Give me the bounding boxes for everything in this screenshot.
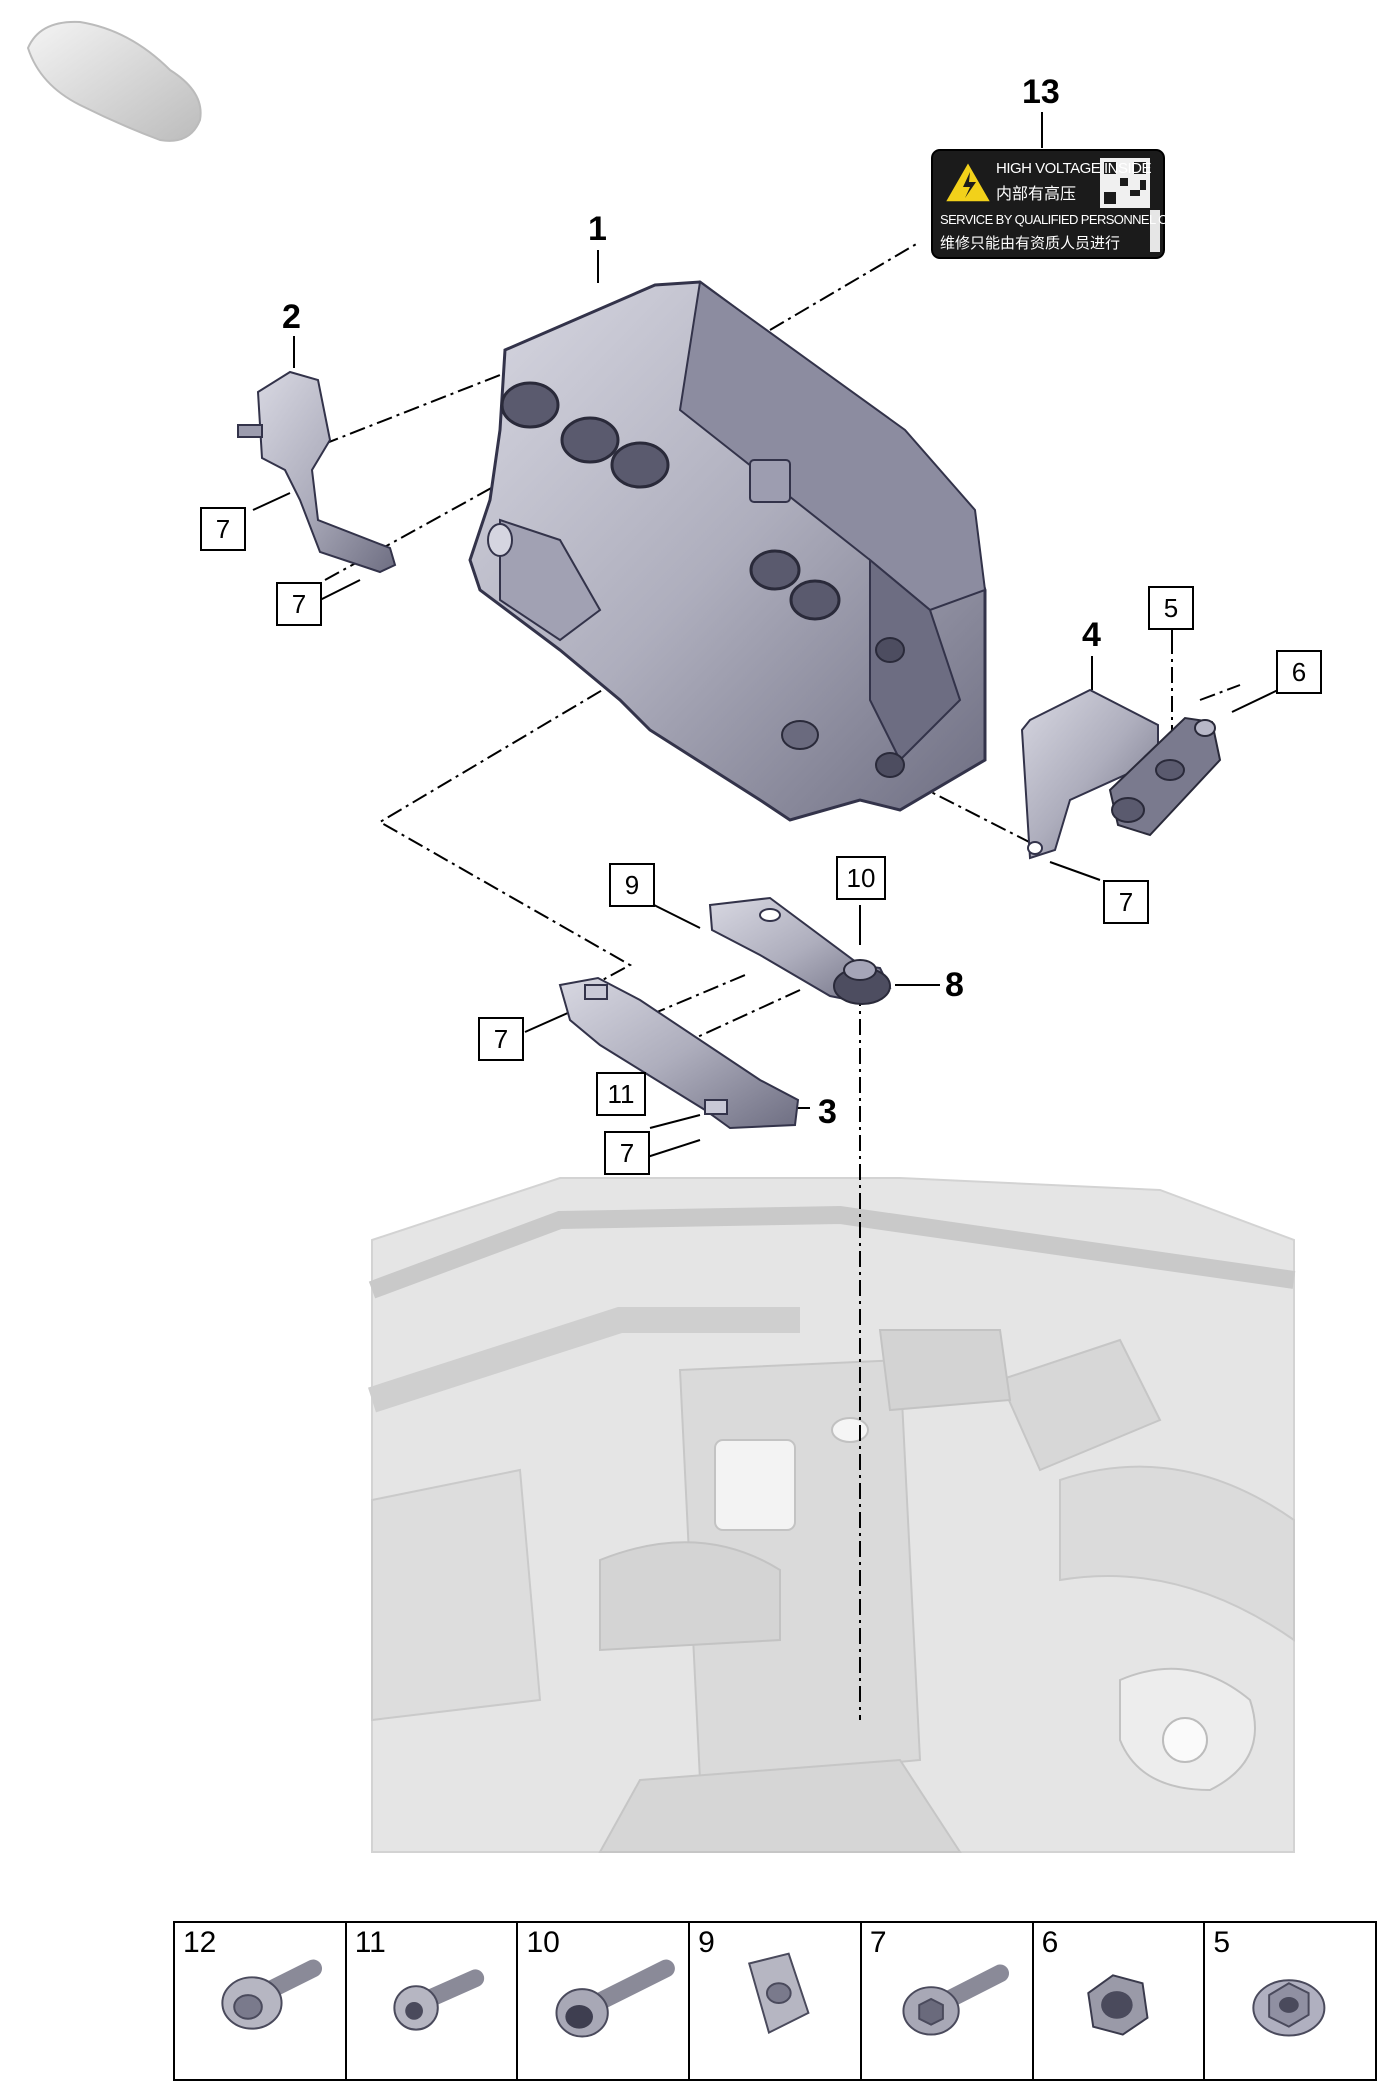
legend-number: 12 bbox=[183, 1926, 217, 1959]
callout-box-7-e[interactable]: 7 bbox=[604, 1131, 650, 1175]
legend-cell-9[interactable]: 9 bbox=[690, 1923, 862, 2079]
warning-label-line2: 内部有高压 bbox=[996, 186, 1077, 203]
callout-4[interactable]: 4 bbox=[1082, 616, 1101, 654]
vehicle-body-structure bbox=[368, 1177, 1296, 1853]
bolt-torx-icon bbox=[393, 1969, 484, 2031]
part-8-mount-bracket bbox=[708, 896, 892, 1005]
callout-box-5[interactable]: 5 bbox=[1148, 586, 1194, 630]
hex-nut-icon bbox=[1086, 1974, 1149, 2036]
clip-nut-icon bbox=[748, 1952, 810, 2034]
part-4-bracket bbox=[1020, 688, 1159, 860]
bolt-long-icon bbox=[555, 1959, 676, 2038]
callout-3[interactable]: 3 bbox=[818, 1093, 837, 1131]
callout-box-7-b[interactable]: 7 bbox=[276, 582, 322, 626]
legend-cell-7[interactable]: 7 bbox=[862, 1923, 1034, 2079]
legend-number: 11 bbox=[354, 1926, 386, 1959]
callout-13[interactable]: 13 bbox=[1022, 73, 1060, 111]
legend-cell-6[interactable]: 6 bbox=[1034, 1923, 1206, 2079]
callout-2[interactable]: 2 bbox=[282, 298, 301, 336]
part-2-bracket bbox=[237, 370, 397, 574]
part-3-bracket bbox=[558, 976, 800, 1130]
part-5-6-mount bbox=[1108, 716, 1222, 837]
legend-cell-11[interactable]: 11 bbox=[347, 1923, 519, 2079]
bolt-flange-icon bbox=[221, 1959, 323, 2030]
warning-label-line1: HIGH VOLTAGE INSIDE bbox=[996, 160, 1151, 177]
bolt-hex-flange-icon bbox=[902, 1964, 1009, 2036]
callout-box-11[interactable]: 11 bbox=[596, 1072, 646, 1116]
legend-number: 10 bbox=[526, 1926, 560, 1959]
fastener-legend: 12 11 10 9 7 bbox=[173, 1921, 1377, 2081]
callout-1[interactable]: 1 bbox=[588, 210, 607, 248]
legend-number: 7 bbox=[869, 1926, 887, 1959]
part-13-warning-label bbox=[931, 149, 1165, 259]
vehicle-thumbnail bbox=[26, 20, 202, 142]
legend-cell-10[interactable]: 10 bbox=[518, 1923, 691, 2079]
legend-number: 6 bbox=[1041, 1926, 1059, 1959]
callout-box-6[interactable]: 6 bbox=[1276, 650, 1322, 694]
legend-number: 5 bbox=[1213, 1926, 1230, 1959]
legend-cell-5[interactable]: 5 bbox=[1205, 1923, 1375, 2079]
legend-cell-12[interactable]: 12 bbox=[175, 1923, 347, 2079]
warning-label-line3: SERVICE BY QUALIFIED PERSONNEL ONLY bbox=[940, 212, 1191, 227]
callout-box-7-d[interactable]: 7 bbox=[478, 1017, 524, 1061]
callout-box-10[interactable]: 10 bbox=[836, 856, 886, 900]
part-1-power-electronics bbox=[468, 280, 987, 822]
callout-box-7-a[interactable]: 7 bbox=[200, 507, 246, 551]
callout-box-9[interactable]: 9 bbox=[609, 863, 655, 907]
warning-label-line4: 维修只能由有资质人员进行 bbox=[940, 235, 1121, 252]
flange-nut-icon bbox=[1252, 1979, 1326, 2037]
callout-box-7-c[interactable]: 7 bbox=[1103, 880, 1149, 924]
legend-number: 9 bbox=[698, 1926, 715, 1959]
callout-8[interactable]: 8 bbox=[945, 966, 964, 1004]
